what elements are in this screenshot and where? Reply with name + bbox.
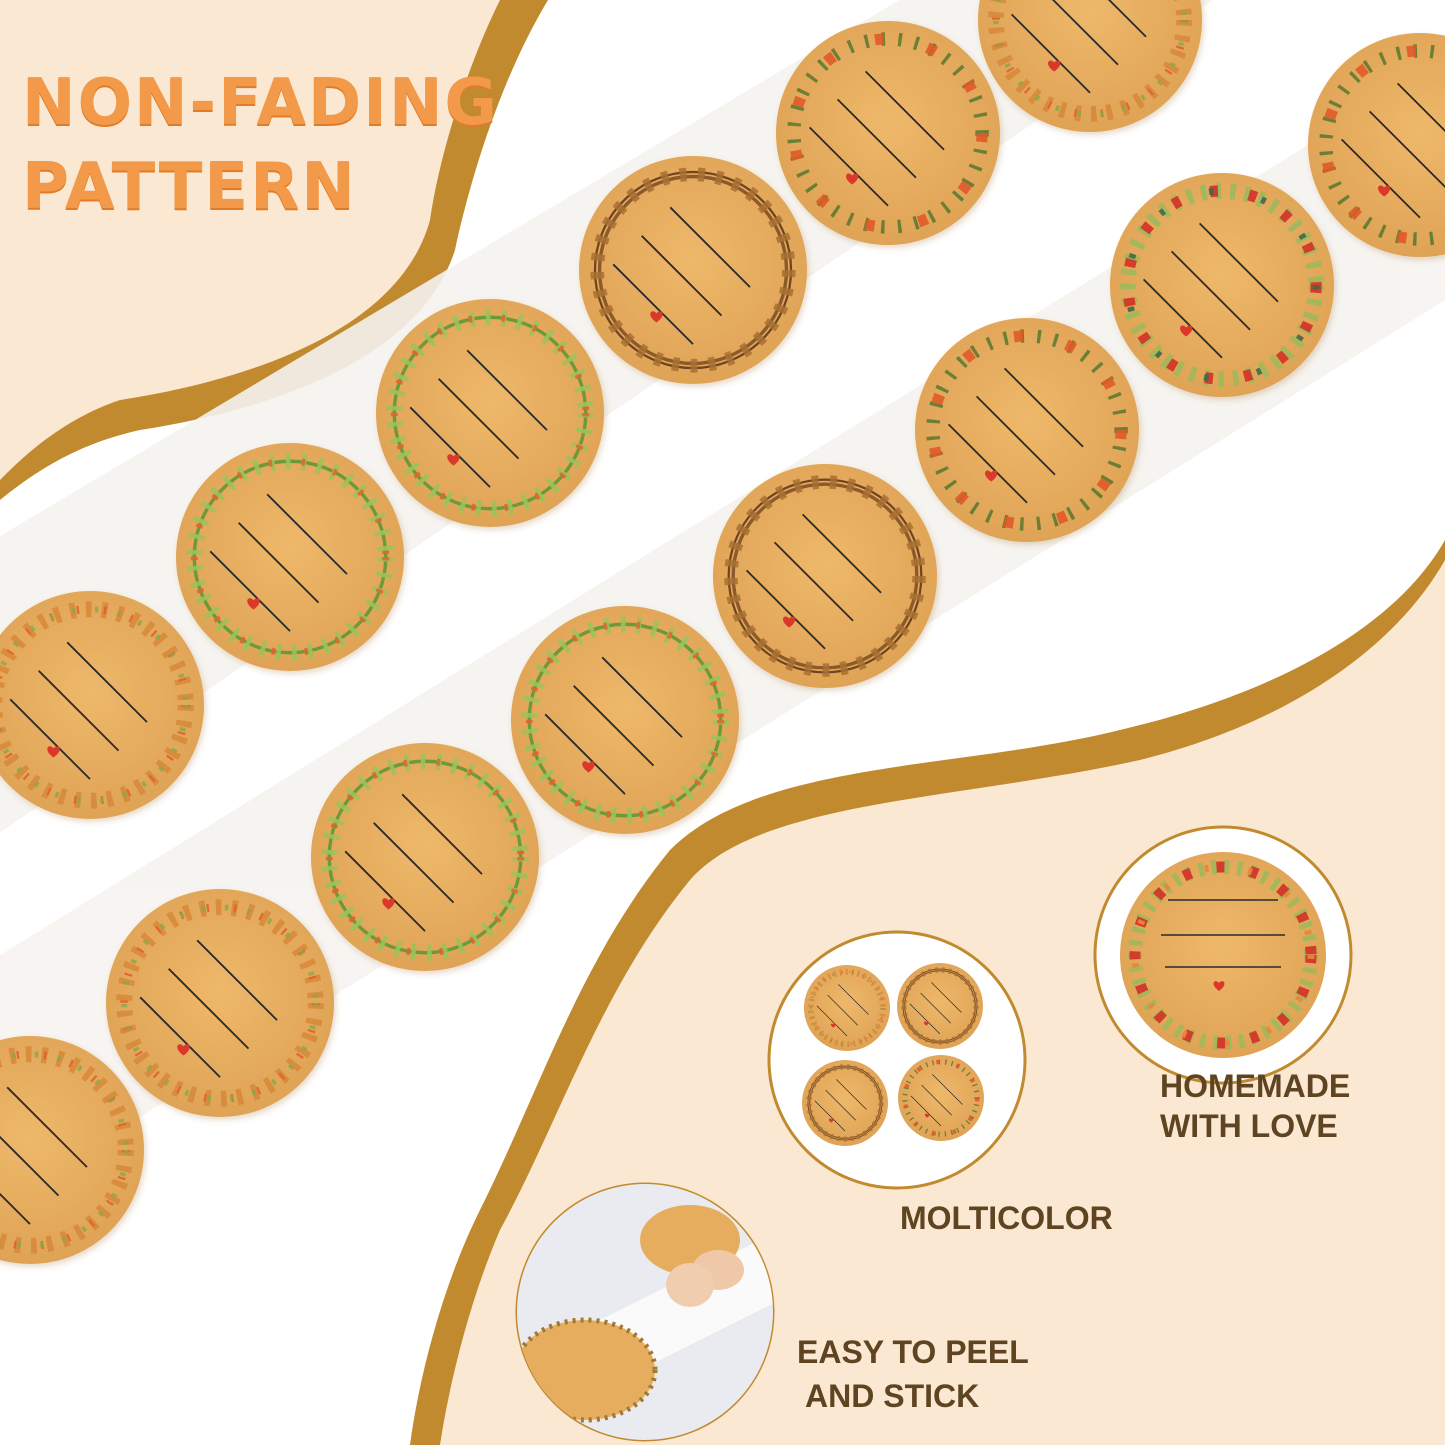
feature-homemade-line2: WITH LOVE bbox=[1160, 1108, 1338, 1144]
feature-homemade-line1: HOMEMADE bbox=[1160, 1068, 1351, 1104]
feature-peel-photo bbox=[515, 1182, 775, 1442]
top-left-band bbox=[0, 0, 500, 480]
sticker bbox=[376, 299, 604, 527]
feature-multicolor-label: MOLTICOLOR bbox=[900, 1200, 1113, 1236]
sticker bbox=[176, 443, 404, 671]
feature-multicolor-badge bbox=[767, 930, 1027, 1190]
feature-homemade-badge bbox=[1093, 825, 1353, 1085]
feature-homemade-label: HOMEMADE WITH LOVE bbox=[1160, 1066, 1350, 1146]
sticker bbox=[511, 606, 739, 834]
top-left-gold-edge bbox=[0, 0, 548, 500]
sticker bbox=[1110, 173, 1334, 397]
headline-line2: PATTERN bbox=[22, 150, 357, 224]
feature-peel-label: EASY TO PEEL AND STICK bbox=[797, 1330, 1029, 1418]
headline-line1: NON-FADING bbox=[22, 66, 500, 140]
sticker bbox=[311, 743, 539, 971]
feature-peel-line1: EASY TO PEEL bbox=[797, 1334, 1029, 1370]
sticker bbox=[776, 21, 1000, 245]
sticker bbox=[915, 318, 1139, 542]
sticker bbox=[106, 889, 334, 1117]
feature-peel-line2: AND STICK bbox=[805, 1378, 980, 1414]
sticker bbox=[579, 156, 807, 384]
sticker bbox=[713, 464, 937, 688]
